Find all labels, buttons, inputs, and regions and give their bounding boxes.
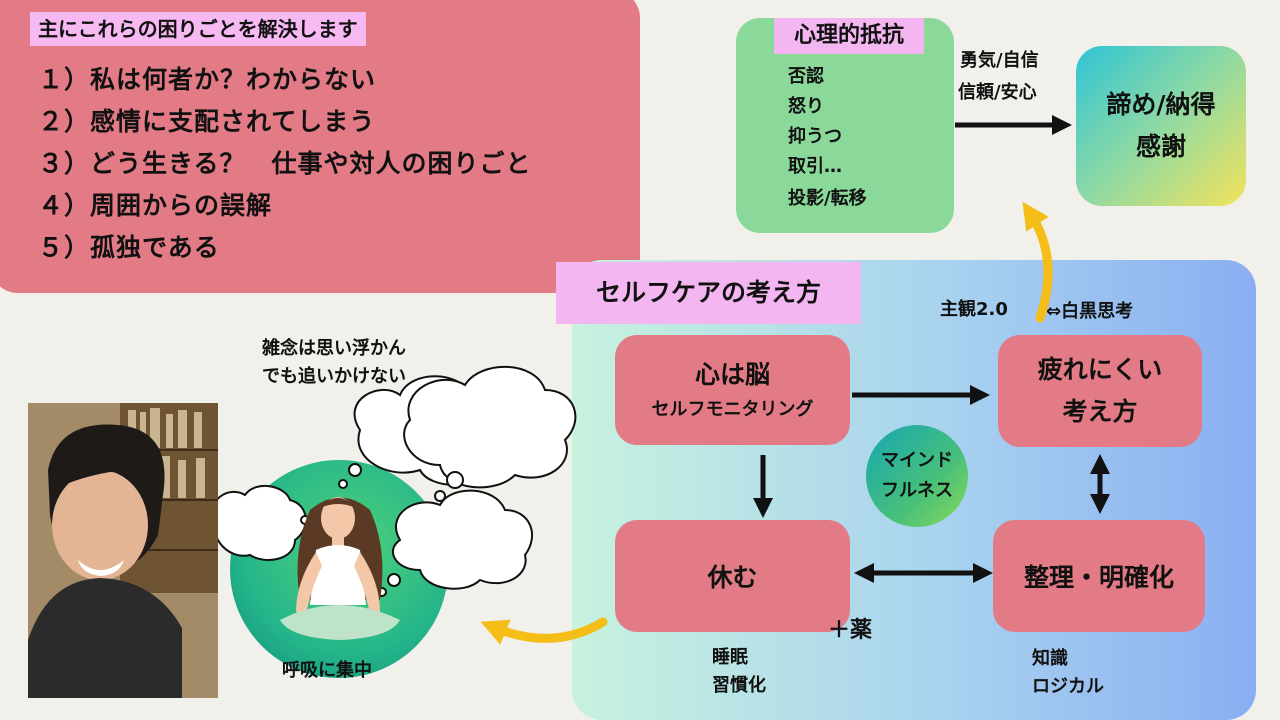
thought-clouds [211, 365, 577, 597]
problems-panel [0, 0, 640, 293]
rest-label: 休む [707, 563, 758, 592]
trust-label: 信頼/安心 [958, 82, 1037, 103]
acceptance-box: 諦め/納得 感謝 [1076, 46, 1246, 206]
logical-label: ロジカル [1032, 676, 1104, 697]
resistance-item: 抑うつ [788, 126, 842, 147]
breath-focus-label: 呼吸に集中 [282, 660, 372, 681]
self-monitoring-label: セルフモニタリング [651, 399, 814, 420]
problems-title: 主にこれらの困りごとを解決します [30, 12, 366, 46]
heart-brain-node: 心は脳 セルフモニタリング [615, 335, 850, 445]
selfcare-title: セルフケアの考え方 [556, 262, 861, 324]
resistance-item: 取引… [788, 156, 842, 177]
resistance-item: 怒り [788, 96, 824, 117]
problem-item: １）私は何者か？わからない [38, 65, 377, 94]
meditating-woman-illustration [280, 497, 400, 640]
rest-node: 休む [615, 520, 850, 632]
thought-line2: でも追いかけない [262, 366, 406, 387]
acceptance-line2: 感謝 [1135, 132, 1186, 161]
tired-less-line2: 考え方 [1062, 397, 1138, 426]
organize-node: 整理・明確化 [993, 520, 1205, 632]
resistance-item: 投影/転移 [788, 188, 867, 209]
heart-brain-title: 心は脳 [694, 360, 770, 389]
resistance-title: 心理的抵抗 [774, 18, 924, 54]
problem-item: ２）感情に支配されてしまう [38, 107, 376, 136]
resistance-item: 否認 [788, 66, 824, 87]
knowledge-text: 知識 ロジカル [1032, 645, 1104, 701]
knowledge-label: 知識 [1032, 648, 1068, 669]
sleep-label: 睡眠 [712, 647, 748, 668]
problem-item: ３）どう生きる？ 仕事や対人の困りごと [38, 149, 532, 178]
subjective-label: 主観2.0 [940, 299, 1008, 320]
medicine-label: ＋薬 [828, 618, 873, 643]
problem-item: ４）周囲からの誤解 [38, 191, 273, 220]
habit-label: 習慣化 [712, 675, 766, 696]
mindfulness-line2: フルネス [881, 480, 953, 501]
presenter-photo [28, 403, 218, 698]
organize-label: 整理・明確化 [1023, 563, 1174, 592]
black-white-label: ⇔白黒思考 [1046, 301, 1134, 322]
tired-less-node: 疲れにくい 考え方 [998, 335, 1202, 447]
mindfulness-line1: マインド [881, 450, 953, 471]
sleep-habit-text: 睡眠 習慣化 [712, 644, 766, 700]
thought-line1: 雑念は思い浮かん [262, 338, 406, 359]
acceptance-line1: 諦め/納得 [1106, 90, 1216, 119]
mindfulness-circle: マインド フルネス [866, 425, 968, 527]
courage-label: 勇気/自信 [960, 50, 1039, 71]
problem-item: ５）孤独である [38, 233, 220, 262]
tired-less-line1: 疲れにくい [1037, 355, 1163, 384]
distracting-thoughts-text: 雑念は思い浮かん でも追いかけない [262, 335, 406, 391]
